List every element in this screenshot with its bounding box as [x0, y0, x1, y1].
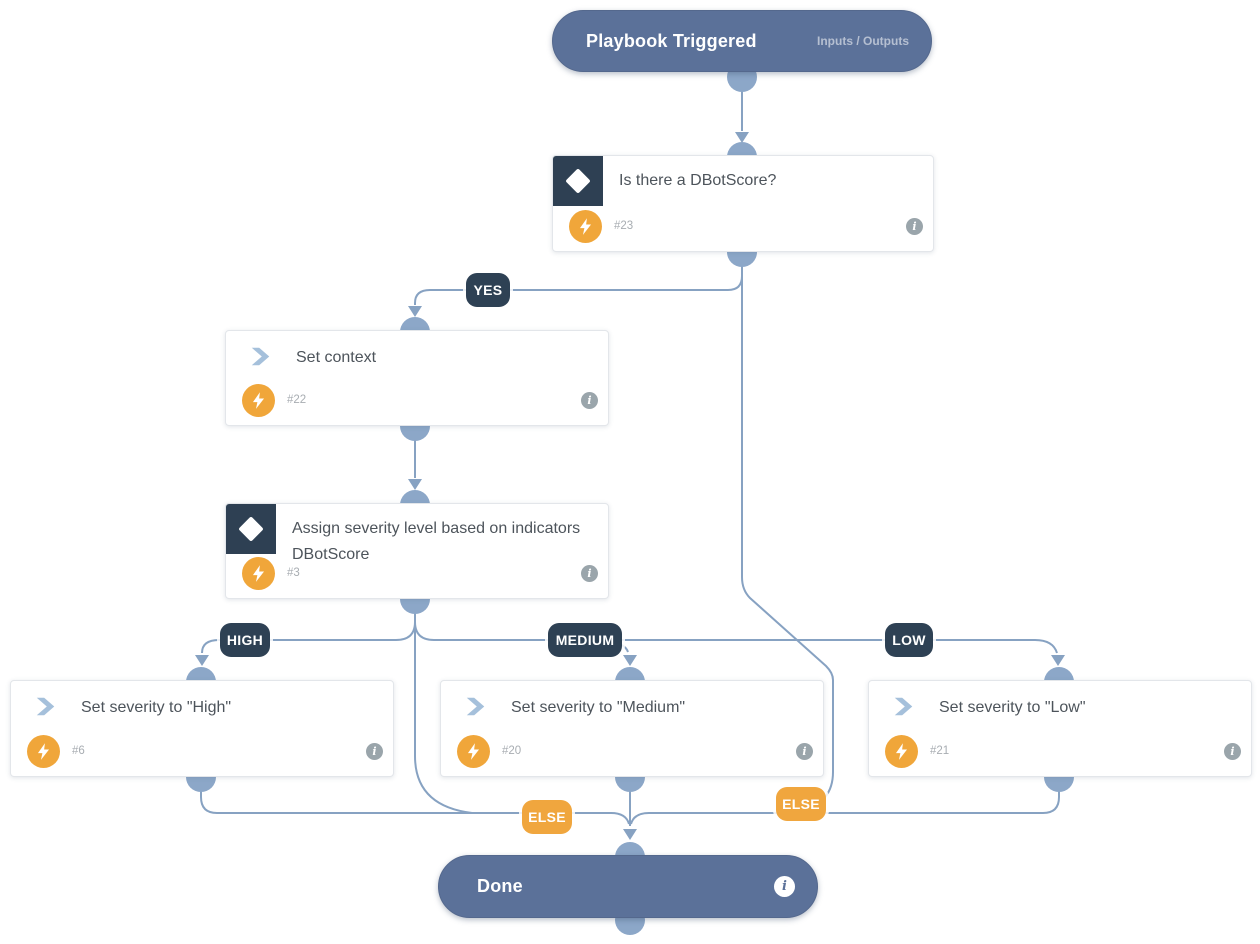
condition-icon: [553, 156, 603, 206]
edge-label-else-center: ELSE: [522, 800, 572, 834]
trigger-title: Playbook Triggered: [586, 30, 757, 51]
task-card-assign-severity[interactable]: Assign severity level based on indicator…: [225, 503, 609, 599]
edge-low-to-done: [630, 786, 1060, 825]
task-card-severity-low[interactable]: Set severity to "Low" #21 i: [868, 680, 1252, 777]
task-id: #23: [614, 220, 634, 232]
task-icon: [465, 696, 486, 717]
task-title: Set context: [296, 349, 377, 366]
info-icon[interactable]: i: [796, 742, 813, 760]
edge-label-high: HIGH: [220, 623, 270, 657]
edge-label-yes: YES: [466, 273, 510, 307]
task-id: #22: [287, 394, 307, 406]
info-icon[interactable]: i: [581, 564, 598, 582]
task-id: #21: [930, 745, 950, 757]
edge-label-medium: MEDIUM: [548, 623, 622, 657]
edge-yes-branch: [414, 264, 743, 305]
arrowhead-to-high: [195, 655, 209, 666]
task-title: Set severity to "High": [81, 699, 232, 716]
info-icon[interactable]: i: [581, 391, 598, 409]
arrowhead-to-dbotscore: [735, 132, 749, 143]
automation-icon: [569, 209, 602, 243]
info-icon[interactable]: i: [366, 742, 383, 760]
done-node[interactable]: Done i: [438, 855, 818, 918]
info-icon[interactable]: i: [774, 876, 795, 897]
task-card-severity-high[interactable]: Set severity to "High" #6 i: [10, 680, 394, 777]
task-icon: [250, 346, 271, 367]
automation-icon: [27, 734, 60, 768]
automation-icon: [457, 734, 490, 768]
task-id: #3: [287, 567, 300, 579]
task-title: Set severity to "Medium": [511, 699, 686, 716]
edge-low-branch: [414, 621, 1058, 654]
done-title: Done: [477, 876, 523, 896]
task-card-severity-medium[interactable]: Set severity to "Medium" #20 i: [440, 680, 824, 777]
task-icon: [893, 696, 914, 717]
task-title: Is there a DBotScore?: [619, 172, 777, 189]
task-card-dbotscore[interactable]: Is there a DBotScore? #23 i: [552, 155, 934, 252]
task-title: Assign severity level based on indicator…: [292, 520, 581, 563]
automation-icon: [885, 734, 918, 768]
inputs-outputs-link[interactable]: Inputs / Outputs: [817, 34, 909, 48]
arrowhead-to-low: [1051, 655, 1065, 666]
arrowhead-to-assign: [408, 479, 422, 490]
arrowhead-to-done: [623, 829, 637, 840]
task-card-set-context[interactable]: Set context #22 i: [225, 330, 609, 426]
info-icon[interactable]: i: [1224, 742, 1241, 760]
arrowhead-to-medium: [623, 655, 637, 666]
automation-icon: [242, 383, 275, 417]
edge-high-to-done: [200, 786, 630, 825]
task-id: #20: [502, 745, 522, 757]
playbook-triggered-node[interactable]: Playbook Triggered Inputs / Outputs: [552, 10, 932, 72]
task-icon: [35, 696, 56, 717]
condition-icon: [226, 504, 276, 554]
edge-high-branch: [201, 621, 416, 654]
info-icon[interactable]: i: [906, 217, 923, 235]
edge-label-else-right: ELSE: [776, 787, 826, 821]
automation-icon: [242, 556, 275, 590]
edge-label-low: LOW: [885, 623, 933, 657]
arrowhead-to-setcontext: [408, 306, 422, 317]
task-id: #6: [72, 745, 85, 757]
task-title: Set severity to "Low": [939, 699, 1086, 716]
